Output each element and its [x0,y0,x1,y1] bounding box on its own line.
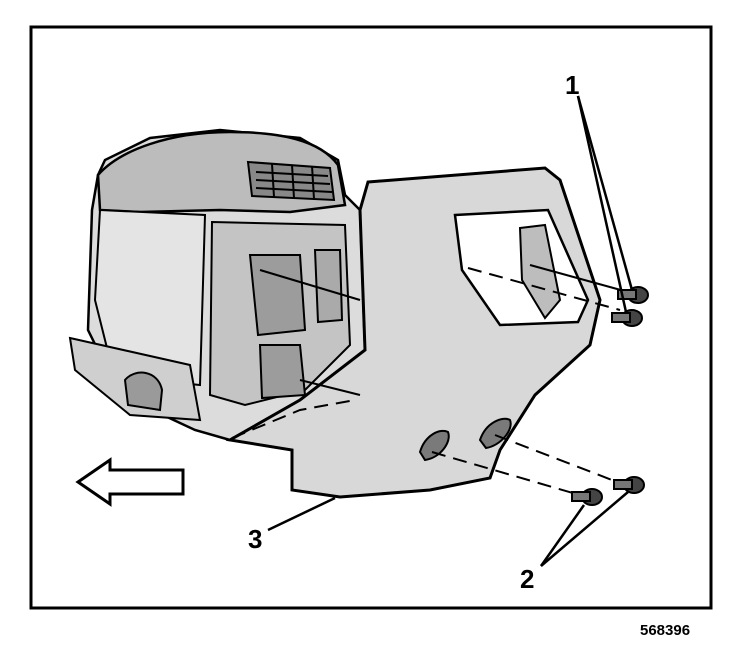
left-arrow-icon [75,457,185,507]
figure-number: 568396 [640,622,691,639]
upper-screws [611,286,649,327]
console-vent [246,160,336,202]
console-body [68,128,367,442]
callout-1: 1 [565,70,580,100]
callout-2: 2 [520,564,535,594]
leader-lines [267,95,634,567]
callout-3: 3 [248,524,263,554]
console-inner-bracket [208,220,352,407]
alignment-lines [231,264,629,499]
lower-screws [571,476,645,506]
rear-trim-panel [225,166,602,499]
panel-lower-hole-right [478,417,512,450]
panel-lower-hole-left [418,430,450,462]
